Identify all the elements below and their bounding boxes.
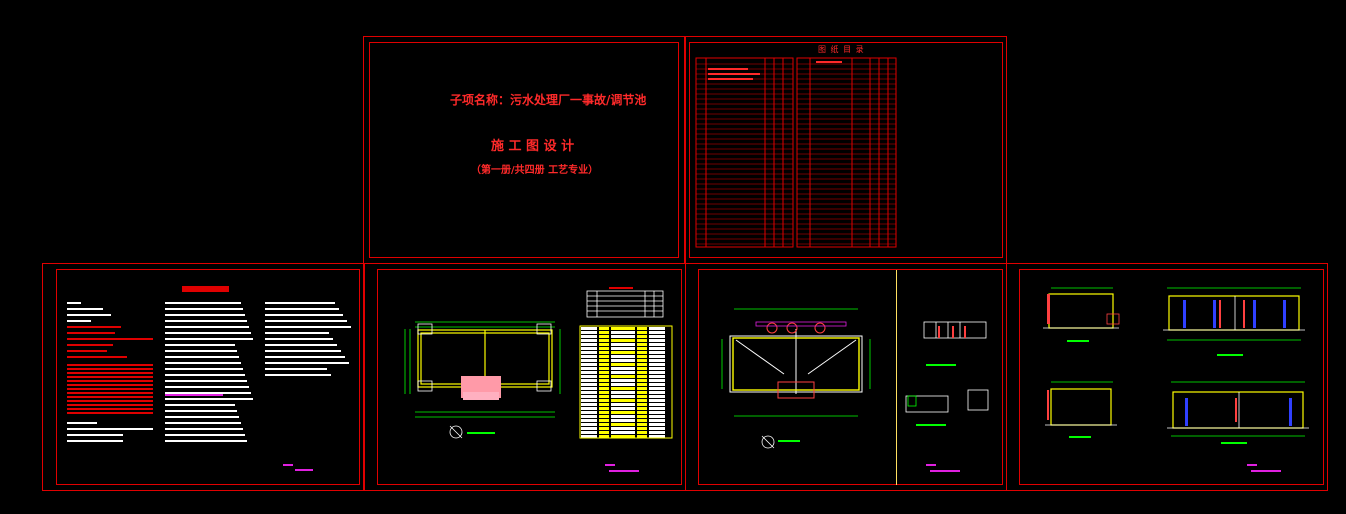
- plan-sheet[interactable]: [364, 263, 686, 491]
- notes-line: [265, 356, 345, 358]
- index-table: [695, 57, 897, 248]
- notes-line: [67, 422, 97, 424]
- notes-line: [165, 338, 253, 340]
- notes-line: [265, 338, 333, 340]
- notes-line: [265, 320, 347, 322]
- notes-line: [67, 368, 153, 370]
- notes-line: [165, 434, 245, 436]
- notes-line: [265, 302, 335, 304]
- notes-line: [67, 332, 115, 334]
- notes-line: [67, 338, 153, 340]
- notes-line: [165, 394, 223, 396]
- notes-line: [265, 362, 349, 364]
- notes-line: [165, 422, 241, 424]
- notes-line: [165, 350, 237, 352]
- notes-line: [165, 410, 237, 412]
- notes-line: [165, 392, 251, 394]
- notes-line: [165, 302, 241, 304]
- notes-line: [265, 350, 341, 352]
- notes-line: [67, 302, 81, 304]
- notes-line: [67, 384, 153, 386]
- elevation-sheet-inner-frame: [1019, 269, 1324, 485]
- design-stage-title: 施 工 图 设 计: [491, 139, 575, 154]
- notes-line: [67, 440, 123, 442]
- elevation-sheet[interactable]: [1006, 263, 1328, 491]
- equipment-table: [579, 325, 673, 439]
- notes-line: [67, 308, 103, 310]
- notes-line: [67, 396, 153, 398]
- notes-line: [67, 412, 153, 414]
- north-arrow-section: [761, 435, 775, 449]
- notes-line: [265, 308, 339, 310]
- notes-line: [67, 320, 91, 322]
- notes-sheet-inner-frame: [56, 269, 360, 485]
- notes-line: [165, 428, 243, 430]
- notes-line: [67, 350, 107, 352]
- notes-line: [67, 364, 153, 366]
- notes-line: [165, 416, 239, 418]
- project-name-line: 子项名称：污水处理厂一事故/调节池: [450, 93, 647, 107]
- section-sheet-inner-frame: [698, 269, 1003, 485]
- notes-line: [67, 372, 153, 374]
- section-sheet[interactable]: [685, 263, 1007, 491]
- notes-line: [265, 314, 343, 316]
- notes-line: [265, 374, 331, 376]
- index-sheet-inner-frame: [689, 42, 1003, 258]
- section-drawing: [721, 308, 989, 472]
- section-sheet-divider: [896, 270, 897, 485]
- elevation-drawing: [1043, 287, 1309, 472]
- notes-line: [265, 344, 337, 346]
- volume-line: （第一册/共四册 工艺专业）: [471, 165, 599, 176]
- notes-line: [265, 326, 351, 328]
- notes-line: [165, 386, 249, 388]
- notes-line: [165, 332, 251, 334]
- cover-sheet-inner-frame: [369, 42, 679, 258]
- notes-line: [67, 434, 123, 436]
- notes-line: [67, 376, 153, 378]
- notes-line: [165, 362, 241, 364]
- notes-line: [265, 368, 327, 370]
- notes-line: [165, 344, 235, 346]
- notes-line: [165, 308, 243, 310]
- cover-sheet[interactable]: 子项名称：污水处理厂一事故/调节池 施 工 图 设 计 （第一册/共四册 工艺专…: [363, 36, 685, 264]
- notes-line: [67, 356, 127, 358]
- plan-drawing: [404, 287, 673, 472]
- notes-line: [165, 374, 245, 376]
- index-title: 图 纸 目 录: [818, 45, 865, 54]
- notes-line: [165, 398, 253, 400]
- notes-line: [67, 404, 153, 406]
- notes-line: [67, 388, 153, 390]
- index-sheet[interactable]: 图 纸 目 录: [685, 36, 1007, 264]
- notes-line: [67, 326, 121, 328]
- notes-line: [265, 332, 329, 334]
- notes-line: [165, 326, 249, 328]
- notes-stamp-2: [295, 469, 313, 471]
- notes-line: [165, 314, 245, 316]
- north-arrow-plan: [449, 425, 463, 439]
- notes-line: [165, 440, 247, 442]
- notes-sheet[interactable]: [42, 263, 364, 491]
- notes-line: [165, 320, 247, 322]
- notes-line: [165, 380, 247, 382]
- notes-line: [165, 356, 239, 358]
- notes-line: [67, 344, 113, 346]
- notes-title-bar: [182, 286, 229, 292]
- notes-stamp: [283, 464, 293, 466]
- notes-line: [165, 404, 235, 406]
- notes-line: [165, 368, 243, 370]
- notes-line: [67, 400, 153, 402]
- plan-sheet-inner-frame: [377, 269, 682, 485]
- notes-line: [67, 428, 153, 430]
- notes-line: [67, 408, 153, 410]
- notes-line: [67, 380, 153, 382]
- notes-line: [67, 314, 111, 316]
- notes-line: [67, 392, 153, 394]
